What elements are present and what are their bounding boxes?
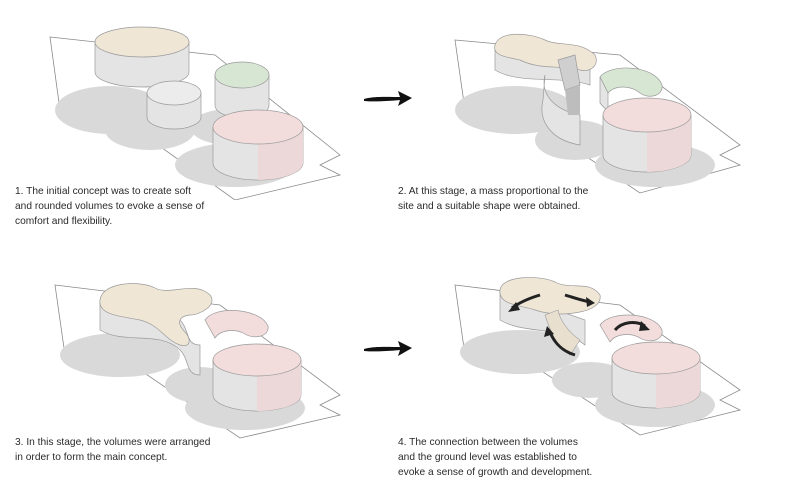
step-3-caption: 3. In this stage, the volumes were arran… xyxy=(15,435,210,465)
volume-pink xyxy=(599,314,701,409)
volume-pink xyxy=(212,109,304,181)
step-1-caption: 1. The initial concept was to create sof… xyxy=(15,184,204,229)
circulation-arrowhead xyxy=(639,321,650,331)
circulation-arrowhead xyxy=(508,302,520,312)
caption-line: 2. At this stage, a mass proportional to… xyxy=(398,186,589,197)
caption-line: in order to form the main concept. xyxy=(15,452,168,463)
circulation-arrow xyxy=(548,331,576,357)
volume-pink xyxy=(204,310,302,412)
caption-line: 4. The connection between the volumes xyxy=(398,437,578,448)
volume-grey xyxy=(146,80,202,130)
shadow xyxy=(552,362,628,398)
step-4-caption: 4. The connection between the volumes an… xyxy=(398,435,592,480)
arrow-right-icon xyxy=(362,88,414,113)
shadow xyxy=(460,330,580,374)
diagram-step-3 xyxy=(40,260,370,440)
caption-line: comfort and flexibility. xyxy=(15,216,113,227)
caption-line: 1. The initial concept was to create sof… xyxy=(15,186,191,197)
step-2-caption: 2. At this stage, a mass proportional to… xyxy=(398,184,588,214)
volume-green xyxy=(214,61,270,119)
volume-pink xyxy=(602,97,692,173)
diagram-step-4 xyxy=(440,260,770,440)
caption-line: and rounded volumes to evoke a sense of xyxy=(15,201,205,212)
volume-beige xyxy=(94,26,190,88)
caption-line: 3. In this stage, the volumes were arran… xyxy=(15,437,211,448)
diagram-step-1 xyxy=(40,15,370,200)
arrow-right-icon xyxy=(362,338,414,363)
volume-beige xyxy=(494,33,597,86)
caption-line: and the ground level was established to xyxy=(398,452,577,463)
circulation-arrowhead xyxy=(586,297,595,307)
shadow xyxy=(60,333,180,377)
caption-line: site and a suitable shape were obtained. xyxy=(398,201,581,212)
diagram-step-2 xyxy=(440,15,770,200)
volume-grey xyxy=(541,54,581,146)
caption-line: evoke a sense of growth and development. xyxy=(398,467,593,478)
circulation-arrowhead xyxy=(544,326,554,337)
volume-beige xyxy=(99,283,213,376)
